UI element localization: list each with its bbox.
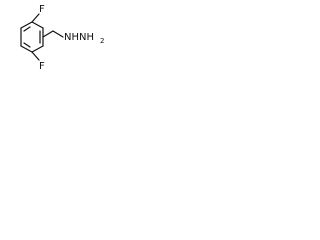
fluorine-top-bond	[31, 13, 40, 23]
fluorine-top-label: F	[39, 4, 45, 15]
ring-bond-4	[20, 45, 33, 53]
benzylic-bond	[42, 30, 54, 38]
ring-double-bond-3	[23, 42, 31, 48]
ring-double-bond-2	[23, 26, 31, 32]
fluorine-bottom-label: F	[39, 61, 45, 72]
ring-bond-3	[31, 45, 44, 53]
ring-bond-1	[31, 21, 44, 29]
hydrazine-subscript-label: 2	[100, 37, 104, 45]
hydrazine-label: NHNH	[64, 32, 94, 43]
chemical-structure-canvas: F F NHNH 2	[0, 0, 112, 82]
ch2-n-bond	[52, 30, 64, 38]
fluorine-bottom-bond	[31, 51, 40, 61]
molecule-diagram: F F NHNH 2	[20, 4, 104, 72]
bonds	[20, 13, 64, 61]
ring-bond-6	[20, 21, 33, 29]
